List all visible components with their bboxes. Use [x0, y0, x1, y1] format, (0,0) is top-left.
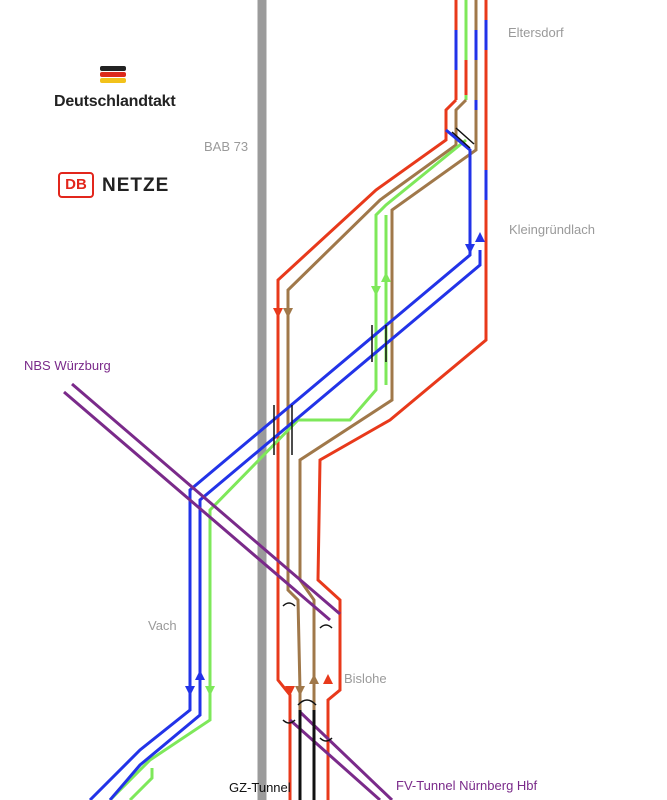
direction-arrows: [185, 232, 485, 696]
green-arrow-down: [371, 286, 381, 296]
northern-corridor: [454, 0, 488, 210]
crossing-marks: [273, 127, 475, 742]
purple-fv-line-1: [289, 718, 381, 800]
label-eltersdorf: Eltersdorf: [508, 25, 564, 40]
blue-line-branch: [108, 250, 482, 800]
brown-line-east: [298, 110, 478, 800]
red-line-east: [316, 210, 488, 800]
label-bislohe: Bislohe: [344, 671, 387, 686]
brown-arrow-up-bislohe: [309, 674, 319, 684]
blue-arrow-down: [465, 244, 475, 254]
green-line: [108, 138, 467, 800]
label-vach: Vach: [148, 618, 177, 633]
deutschlandtakt-flag-icon: [100, 66, 126, 83]
green-arrow-down-vach: [205, 686, 215, 696]
label-fv-tunnel: FV-Tunnel Nürnberg Hbf: [396, 778, 538, 793]
deutschlandtakt-title: Deutschlandtakt: [54, 93, 176, 110]
brown-arrow-down-bislohe: [295, 686, 305, 696]
label-nbs-wuerzburg: NBS Würzburg: [24, 358, 111, 373]
blue-arrow-down-vach: [185, 686, 195, 696]
blue-arrow-up-vach: [195, 670, 205, 680]
label-kleingruendlach: Kleingründlach: [509, 222, 596, 237]
purple-nbs-line-2: [71, 382, 341, 616]
db-logo: DB: [58, 172, 94, 198]
brown-line-west: [286, 98, 468, 800]
label-bab73: BAB 73: [204, 139, 249, 154]
red-arrow-down-bislohe: [285, 686, 295, 696]
db-netze-text: NETZE: [102, 175, 170, 196]
green-line-southwest: [128, 768, 154, 800]
blue-line: [88, 128, 472, 800]
red-line-west: [276, 98, 458, 800]
blue-arrow-up: [475, 232, 485, 242]
green-arrow-up: [381, 272, 391, 282]
purple-nbs-line-1: [63, 390, 331, 622]
red-arrow-up-bislohe: [323, 674, 333, 684]
label-gz-tunnel: GZ-Tunnel: [229, 780, 291, 795]
brown-arrow-down: [283, 308, 293, 318]
red-arrow-down: [273, 308, 283, 318]
